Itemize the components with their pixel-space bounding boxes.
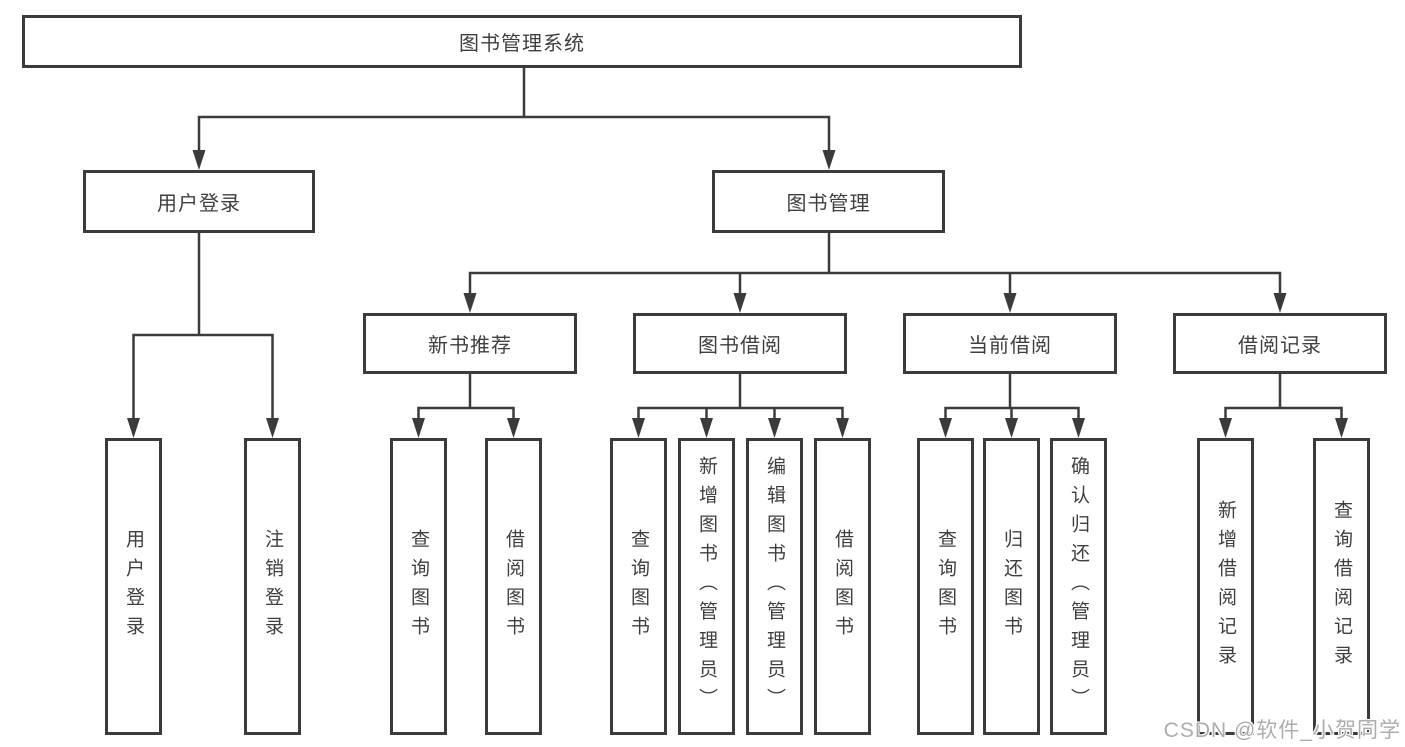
node-current-borrowing: 当前借阅 <box>903 313 1117 374</box>
leaf-user-login: 用户登录 <box>105 438 162 735</box>
leaf-edit-books-admin-label: 编辑图书（管理员） <box>764 456 785 717</box>
leaf-add-borrow-record-label: 新增借阅记录 <box>1215 499 1236 674</box>
leaf-query-books-recommend-label: 查询图书 <box>408 528 429 645</box>
leaf-confirm-return-admin-label: 确认归还（管理员） <box>1068 456 1089 717</box>
leaf-user-login-label: 用户登录 <box>123 528 144 645</box>
arrowhead <box>1005 418 1018 438</box>
arrowhead <box>632 418 645 438</box>
leaf-borrow-books: 借阅图书 <box>814 438 871 735</box>
arrowhead <box>939 418 952 438</box>
leaf-query-books-recommend: 查询图书 <box>390 438 447 735</box>
node-book-management-label: 图书管理 <box>786 193 871 215</box>
connector-login-to-children <box>127 233 279 438</box>
node-root: 图书管理系统 <box>22 15 1022 68</box>
arrowhead <box>507 418 520 438</box>
node-borrowing-records-label: 借阅记录 <box>1238 335 1322 357</box>
node-book-borrowing-label: 图书借阅 <box>698 335 782 357</box>
leaf-add-books-admin: 新增图书（管理员） <box>678 438 735 735</box>
arrowhead <box>192 150 206 170</box>
arrowhead <box>1003 293 1017 313</box>
node-new-book-recommend: 新书推荐 <box>363 313 577 374</box>
leaf-add-books-admin-label: 新增图书（管理员） <box>696 456 717 717</box>
line <box>197 115 831 154</box>
node-new-book-recommend-label: 新书推荐 <box>428 335 512 357</box>
arrowhead <box>1072 418 1085 438</box>
leaf-logout-label: 注销登录 <box>262 528 283 645</box>
connector-newbooks-to-children <box>412 374 520 438</box>
line <box>637 406 844 422</box>
arrowhead <box>1273 293 1287 313</box>
line <box>417 406 515 422</box>
leaf-borrow-books-label: 借阅图书 <box>832 528 853 645</box>
leaf-add-borrow-record: 新增借阅记录 <box>1197 438 1254 735</box>
arrowhead <box>768 418 781 438</box>
node-user-login-label: 用户登录 <box>157 193 241 215</box>
line <box>1224 406 1343 422</box>
leaf-borrow-books-recommend-label: 借阅图书 <box>503 528 524 645</box>
csdn-watermark: CSDN @软件_小贺同学 <box>1163 719 1401 742</box>
leaf-query-borrow-record: 查询借阅记录 <box>1313 438 1370 735</box>
leaf-logout: 注销登录 <box>244 438 301 735</box>
node-book-management: 图书管理 <box>712 170 945 233</box>
leaf-query-books-current: 查询图书 <box>917 438 974 735</box>
arrowhead <box>733 293 747 313</box>
connector-current-to-children <box>939 374 1085 438</box>
arrowhead <box>463 293 477 313</box>
leaf-query-books-borrow-label: 查询图书 <box>628 528 649 645</box>
leaf-query-books-borrow: 查询图书 <box>610 438 667 735</box>
leaf-query-books-current-label: 查询图书 <box>935 528 956 645</box>
node-current-borrowing-label: 当前借阅 <box>968 335 1052 357</box>
arrowhead <box>412 418 425 438</box>
node-book-borrowing: 图书借阅 <box>633 313 847 374</box>
leaf-return-books-label: 归还图书 <box>1001 528 1022 645</box>
leaf-query-borrow-record-label: 查询借阅记录 <box>1331 499 1352 674</box>
connector-records-to-children <box>1219 374 1348 438</box>
node-borrowing-records: 借阅记录 <box>1173 313 1387 374</box>
leaf-edit-books-admin: 编辑图书（管理员） <box>746 438 803 735</box>
connector-bookborrow-to-children <box>632 374 849 438</box>
leaf-return-books: 归还图书 <box>983 438 1040 735</box>
arrowhead <box>1219 418 1232 438</box>
arrowhead <box>1335 418 1348 438</box>
arrowhead <box>836 418 849 438</box>
arrowhead <box>127 418 140 438</box>
line <box>468 271 1282 297</box>
node-root-label: 图书管理系统 <box>459 33 585 55</box>
connector-manage-to-sections <box>463 233 1287 313</box>
arrowhead <box>700 418 713 438</box>
connector-root-to-branches <box>192 68 836 170</box>
line <box>132 333 274 422</box>
leaf-confirm-return-admin: 确认归还（管理员） <box>1050 438 1107 735</box>
node-user-login: 用户登录 <box>83 170 315 233</box>
arrowhead <box>822 150 836 170</box>
leaf-borrow-books-recommend: 借阅图书 <box>485 438 542 735</box>
arrowhead <box>266 418 279 438</box>
